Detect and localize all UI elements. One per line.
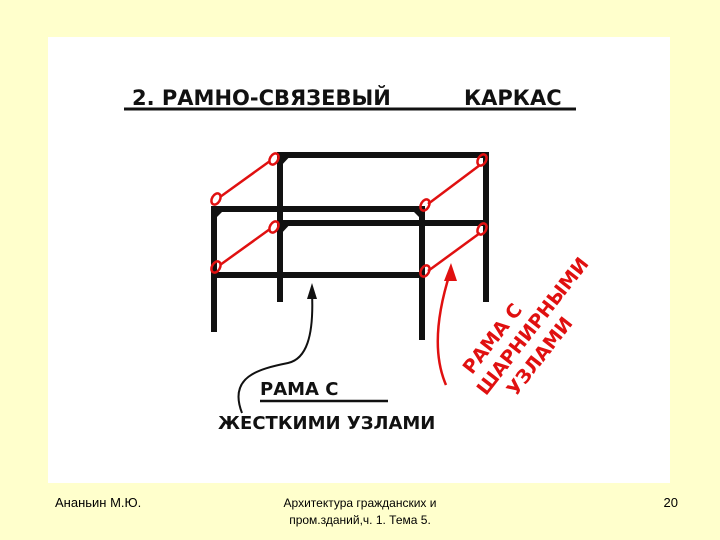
hinged-frame-arrowhead — [444, 263, 457, 281]
footer-course: Архитектура гражданских и пром.зданий,ч.… — [240, 495, 480, 529]
front-rigid-joint-left — [211, 206, 228, 223]
footer-course-line1: Архитектура гражданских и — [283, 496, 437, 510]
label-rigid-line2: ЖЕСТКИМИ УЗЛАМИ — [218, 413, 435, 434]
back-rigid-joint-left — [280, 152, 294, 167]
hinged-beams — [210, 152, 488, 278]
label-rigid-line1: РАМА С — [260, 379, 338, 400]
diagram-title-part1: 2. РАМНО-СВЯЗЕВЫЙ — [132, 85, 391, 110]
footer-author: Ананьин М.Ю. — [55, 495, 142, 510]
rigid-frame-arrow — [237, 292, 314, 414]
label-hinged: РАМА С ШАРНИРНЫМИ УЗЛАМИ — [459, 253, 594, 400]
footer-course-line2: пром.зданий,ч. 1. Тема 5. — [289, 513, 431, 527]
rigid-frame-arrowhead — [307, 283, 317, 299]
frame-diagram: 2. РАМНО-СВЯЗЕВЫЙ КАРКАС — [124, 85, 594, 434]
front-frame — [211, 206, 425, 340]
back-rigid-joint-mid — [280, 220, 294, 235]
slide-image: 2. РАМНО-СВЯЗЕВЫЙ КАРКАС — [48, 37, 670, 483]
diagram-title-part2: КАРКАС — [464, 86, 562, 110]
footer-page-number: 20 — [663, 495, 678, 510]
hinged-frame-arrow — [436, 272, 452, 386]
